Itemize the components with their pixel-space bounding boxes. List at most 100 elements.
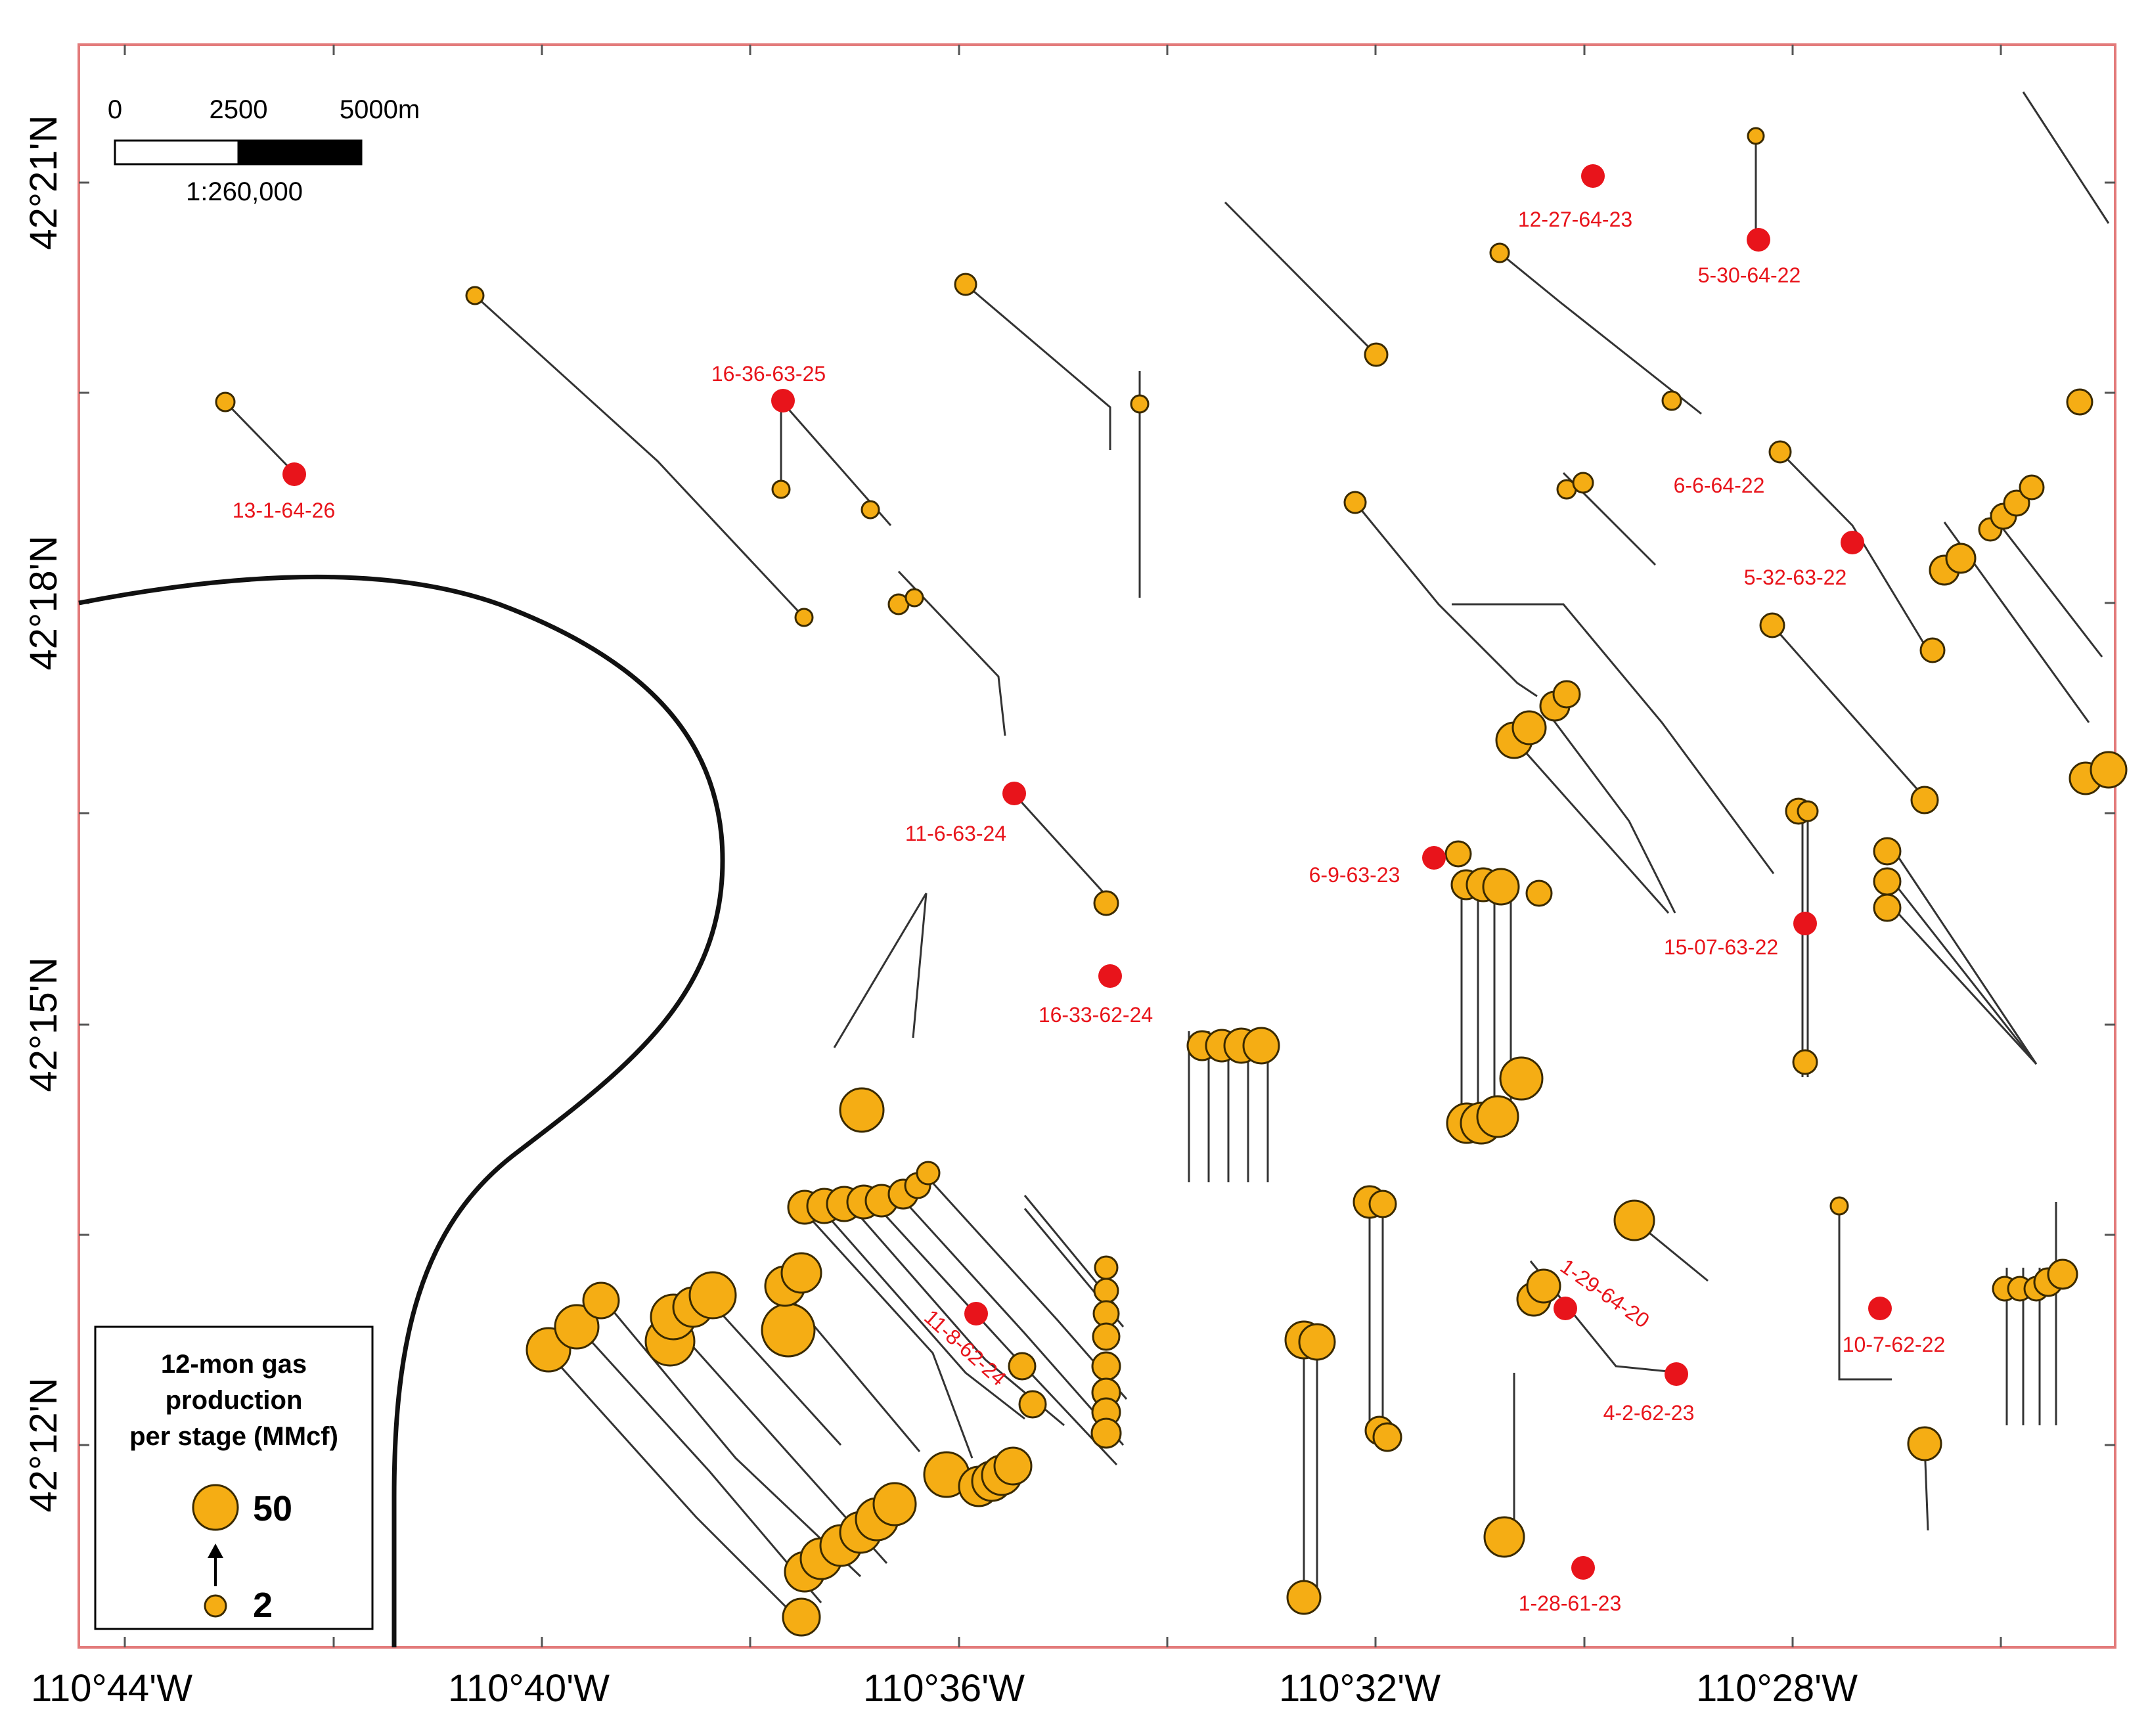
control-well [1665,1362,1688,1386]
production-bubble [1368,1190,1397,1218]
production-bubble [782,1597,821,1637]
production-bubble [861,500,880,520]
legend-title-line1: 12-mon gas [161,1350,307,1379]
production-bubble [215,391,236,412]
production-bubble [1298,1323,1336,1361]
y-tick-label-1: 42°21'N [22,115,65,250]
production-bubble [1768,440,1792,464]
production-bubble [780,1252,822,1294]
production-bubble [872,1482,917,1526]
production-bubble [1792,1049,1818,1075]
well-label: 13-1-64-26 [233,499,336,522]
production-bubble [2066,388,2093,416]
well-label: 4-2-62-23 [1603,1401,1695,1425]
production-bubble [1094,1255,1119,1280]
production-bubble [1661,390,1682,411]
production-bubble [1499,1056,1544,1101]
control-well [1422,846,1446,870]
y-tick-label-3: 42°15'N [22,957,65,1092]
well-label: 6-9-63-23 [1309,863,1400,887]
well-label: 16-36-63-25 [711,362,826,386]
x-tick-label-1: 110°44'W [31,1667,192,1710]
production-bubble [465,286,485,305]
x-tick-label-4: 110°32'W [1279,1667,1441,1710]
legend-min-value: 2 [253,1586,273,1625]
production-bubble [1482,868,1520,906]
production-bubble [1093,890,1119,916]
production-bubble [1343,491,1367,514]
legend-arrow-icon [208,1544,223,1558]
production-bubble [1286,1580,1322,1615]
production-bubble [1372,1422,1402,1452]
scale-bar-white [114,139,240,166]
production-bubble [1093,1278,1119,1304]
production-bubble [1919,637,1946,663]
control-well [1841,531,1864,554]
production-bubbles [215,127,2128,1637]
production-bubble [1092,1300,1120,1327]
production-bubble [1525,879,1553,907]
production-bubble [1759,612,1785,638]
well-label: 16-33-62-24 [1039,1003,1153,1027]
production-bubble [916,1161,941,1186]
production-bubble [2003,489,2030,517]
production-bubble [1476,1095,1519,1138]
legend-title-line3: per stage (MMcf) [129,1422,338,1451]
well-label: 11-6-63-24 [905,822,1006,845]
production-bubble [1483,1516,1525,1558]
well-label: 1-28-61-23 [1519,1591,1622,1615]
well-label: 10-7-62-22 [1843,1333,1946,1356]
control-well [1581,164,1605,188]
control-well [1793,912,1817,935]
production-bubble [771,479,791,499]
production-bubble [1873,867,1902,896]
control-well [771,389,795,412]
production-bubble [1747,127,1765,145]
legend-small-bubble [204,1594,227,1618]
legend-large-bubble [192,1484,239,1531]
x-tick-label-3: 110°36'W [863,1667,1025,1710]
production-bubble [1489,242,1510,263]
y-tick-label-4: 42°12'N [22,1377,65,1512]
production-bubble [554,1304,600,1350]
well-label: 5-30-64-22 [1698,263,1801,287]
control-well [1571,1556,1595,1580]
control-well [964,1302,988,1325]
production-bubble [2019,474,2045,501]
well-label: 5-32-63-22 [1744,566,1847,589]
x-tick-label-5: 110°28'W [1696,1667,1858,1710]
production-bubble [1613,1199,1655,1241]
production-bubble [1092,1322,1121,1351]
legend-max-value: 50 [253,1489,292,1528]
control-well [1747,228,1770,252]
control-wells [282,164,1892,1580]
production-bubble [905,588,924,608]
production-bubble [688,1271,737,1320]
well-label: 12-27-64-23 [1518,208,1632,231]
production-bubble [839,1087,885,1133]
legend-title-line2: production [166,1386,303,1415]
boundary-curve [78,574,725,1647]
production-bubble [1018,1390,1047,1419]
production-bubble [1091,1351,1121,1381]
production-bubble [954,273,977,296]
production-bubble [1873,893,1902,922]
production-bubble [2090,751,2128,789]
control-well [1098,964,1122,988]
scale-label-mid: 2500 [210,95,268,124]
production-bubble [1242,1027,1280,1065]
production-bubble [1572,472,1594,494]
production-bubble [1829,1196,1849,1216]
well-label: 6-6-64-22 [1674,474,1765,497]
production-bubble [1090,1417,1122,1449]
control-well [1002,782,1026,805]
production-bubble [1511,710,1547,746]
production-bubble [2047,1258,2078,1290]
production-bubble [1907,1426,1942,1461]
production-bubble [794,608,814,627]
control-well [1554,1297,1577,1320]
scale-ratio: 1:260,000 [186,177,303,206]
production-bubble [582,1281,620,1320]
production-bubble [1945,543,1977,574]
